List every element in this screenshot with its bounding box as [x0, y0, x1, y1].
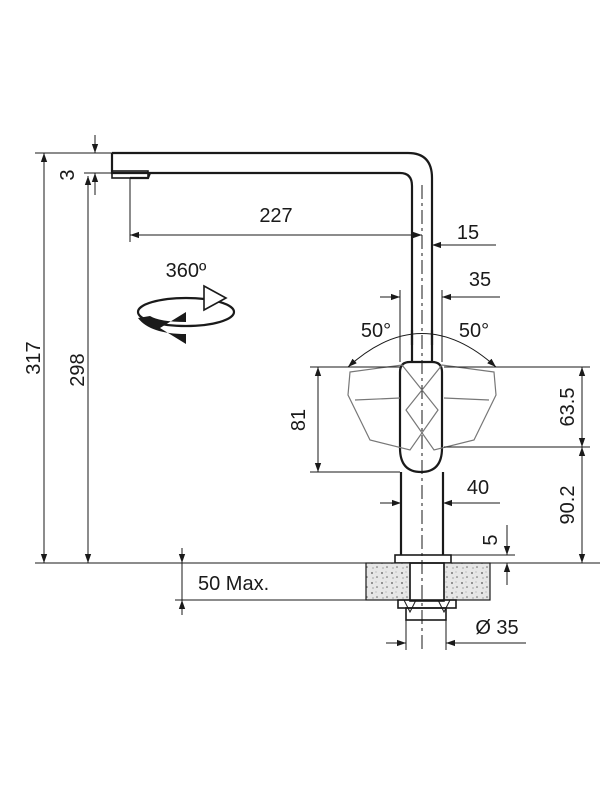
label-3: 3 [57, 169, 79, 180]
countertop-right [443, 562, 491, 601]
base-ring [394, 554, 452, 564]
countertop [365, 562, 491, 621]
label-298: 298 [67, 353, 89, 386]
label-35: 35 [469, 269, 491, 291]
dim-arc-50 [347, 333, 497, 368]
shank-lower [405, 607, 447, 621]
label-50-max: 50 Max. [198, 573, 269, 595]
label-90-2: 90.2 [557, 486, 579, 525]
spout [110, 151, 434, 345]
body [399, 472, 445, 555]
label-63-5: 63.5 [557, 388, 579, 427]
countertop-left [365, 562, 411, 601]
label-5: 5 [480, 534, 502, 545]
label-81: 81 [288, 409, 310, 431]
label-50-right: 50° [459, 320, 489, 342]
shank [409, 562, 445, 602]
label-dia-35: Ø 35 [475, 617, 518, 639]
label-40: 40 [467, 477, 489, 499]
dimension-labels: 317 298 3 227 15 360º 35 50° 50° 81 63.5… [23, 169, 579, 639]
label-50-left: 50° [361, 320, 391, 342]
label-227: 227 [259, 205, 292, 227]
rotation-icon [136, 284, 236, 344]
label-15: 15 [457, 222, 479, 244]
dimensions [35, 135, 600, 650]
neck [410, 330, 434, 362]
label-360: 360º [166, 260, 207, 282]
label-317: 317 [23, 341, 45, 374]
lever [398, 360, 444, 474]
